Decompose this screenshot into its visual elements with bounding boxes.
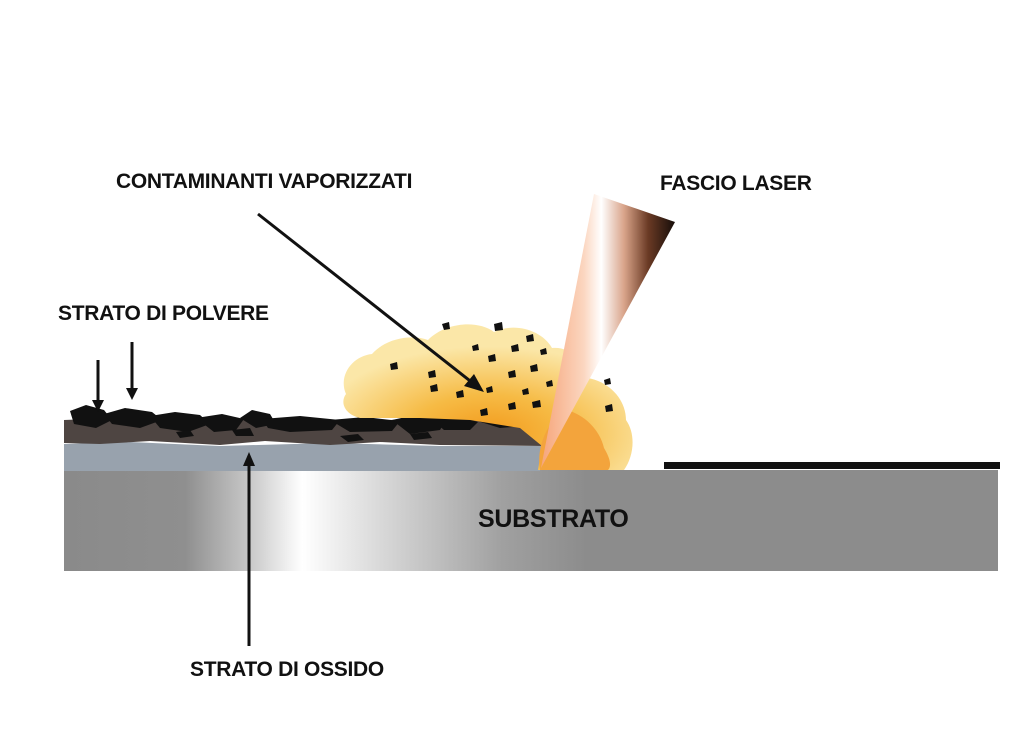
vaporized-debris xyxy=(390,322,613,416)
cleaned-surface-line xyxy=(664,462,1000,469)
arrow-down-icon xyxy=(126,342,138,400)
arrow-up-icon xyxy=(243,452,255,646)
arrow-diagonal-icon xyxy=(257,212,484,392)
oxide-label: STRATO DI OSSIDO xyxy=(190,658,384,681)
substrate-block xyxy=(64,470,998,571)
contaminants-label: CONTAMINANTI VAPORIZZATI xyxy=(116,170,412,193)
dust-label: STRATO DI POLVERE xyxy=(58,302,269,325)
laser-label: FASCIO LASER xyxy=(660,172,812,195)
substrate-label: SUBSTRATO xyxy=(478,505,629,533)
arrow-down-icon xyxy=(92,360,104,412)
laser-beam xyxy=(541,194,675,468)
dust-particles xyxy=(70,405,540,442)
oxide-layer xyxy=(64,442,545,471)
